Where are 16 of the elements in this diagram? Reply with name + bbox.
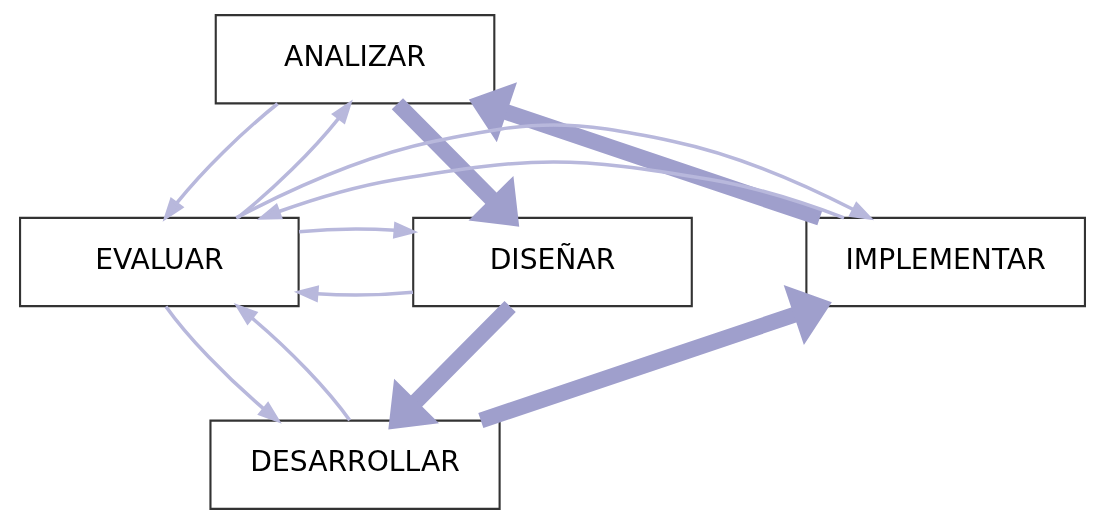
arrow — [293, 285, 413, 303]
node-box: DISEÑAR — [411, 216, 693, 308]
arrow — [468, 82, 822, 226]
arrow — [162, 102, 279, 222]
arrow — [233, 303, 351, 422]
node-box: IMPLEMENTAR — [804, 216, 1086, 308]
node-box: EVALUAR — [18, 216, 300, 308]
arrow — [387, 300, 516, 430]
arrow — [298, 221, 418, 239]
arrow — [163, 305, 282, 424]
arrow — [256, 160, 845, 220]
arrow — [391, 98, 519, 227]
node-box: ANALIZAR — [214, 14, 495, 105]
arrow — [477, 285, 832, 429]
arrow — [234, 123, 874, 221]
node-box: DESARROLLAR — [208, 419, 501, 510]
